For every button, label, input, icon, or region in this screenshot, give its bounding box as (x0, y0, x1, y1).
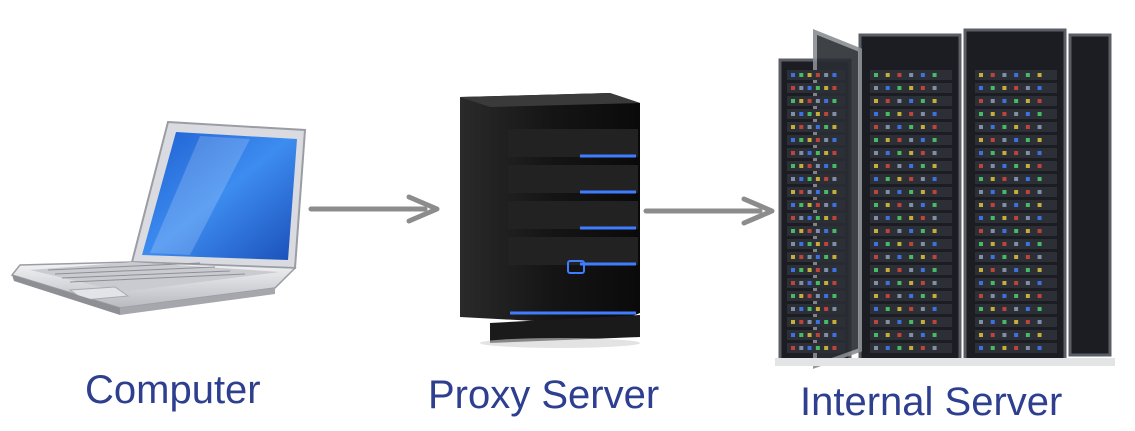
laptop-icon (10, 120, 307, 315)
right-arrow-icon (308, 194, 440, 224)
proxy-server-label: Proxy Server (428, 373, 660, 417)
computer-node (0, 110, 320, 330)
proxy-server-node (450, 85, 650, 350)
internal-server-node (775, 20, 1115, 370)
server-rack-icon (775, 28, 1115, 369)
arrow-computer-to-proxy (305, 192, 445, 232)
arrow-proxy-to-internal (640, 192, 780, 232)
computer-label: Computer (85, 368, 261, 412)
tower-server-icon (460, 93, 640, 348)
internal-server-label: Internal Server (800, 380, 1063, 424)
right-arrow-icon (643, 196, 775, 226)
